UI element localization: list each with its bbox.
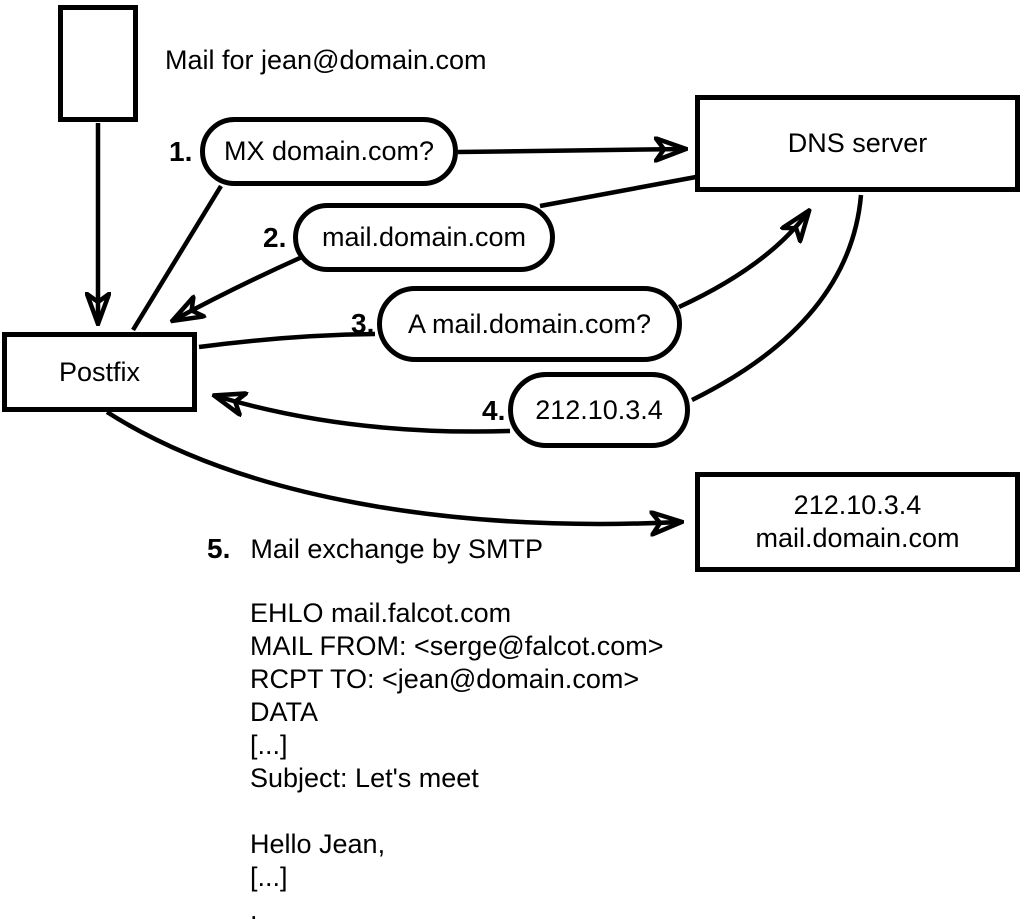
arrow-postfix-to-mailserver: [105, 410, 680, 524]
step2-response-pill: mail.domain.com: [293, 203, 555, 272]
destination-server-box: 212.10.3.4 mail.domain.com: [695, 472, 1020, 572]
line-dns-to-response2: [539, 174, 697, 209]
dns-server-label: DNS server: [787, 128, 928, 158]
smtp-line-subject: Subject: Let's meet: [250, 763, 479, 793]
destination-server-label: 212.10.3.4 mail.domain.com: [755, 489, 959, 555]
dns-server-box: DNS server: [695, 95, 1020, 192]
step3-number: 3.: [351, 308, 375, 339]
mail-icon: [58, 5, 138, 122]
destination-hostname: mail.domain.com: [755, 523, 960, 553]
smtp-line-data: DATA: [250, 697, 319, 727]
step4-response-pill: 212.10.3.4: [508, 372, 690, 448]
step1-number: 1.: [169, 136, 193, 167]
diagram-caption: Mail for jean@domain.com: [165, 45, 487, 75]
step2-response-label: mail.domain.com: [321, 222, 527, 252]
smtp-session-transcript: EHLO mail.falcot.com MAIL FROM: <serge@f…: [250, 597, 664, 919]
step3-query-label: A mail.domain.com?: [407, 308, 652, 339]
smtp-line-greeting: Hello Jean,: [250, 829, 386, 859]
step5-number: 5.: [207, 533, 231, 564]
smtp-line-ellipsis-1: [...]: [250, 730, 288, 760]
step5-caption: 5. Mail exchange by SMTP: [207, 533, 543, 565]
arrow-response2-to-postfix: [174, 254, 303, 320]
step4-response-label: 212.10.3.4: [535, 394, 663, 425]
postfix-label: Postfix: [58, 356, 141, 387]
line-postfix-to-query1: [131, 184, 223, 332]
step2-number: 2.: [263, 222, 287, 253]
step5-label: Mail exchange by SMTP: [250, 534, 543, 564]
smtp-line-blank: [250, 795, 664, 828]
smtp-line-rcpt-to: RCPT TO: <jean@domain.com>: [250, 664, 640, 694]
line-postfix-to-query3: [198, 331, 376, 350]
step4-number: 4.: [482, 395, 506, 426]
step1-query-label: MX domain.com?: [223, 136, 435, 166]
arrow-query3-to-dns: [678, 212, 808, 310]
step1-query-pill: MX domain.com?: [200, 117, 458, 186]
smtp-line-ellipsis-2: [...]: [250, 862, 288, 892]
arrow-query1-to-dns: [457, 149, 684, 152]
smtp-line-mail-from: MAIL FROM: <serge@falcot.com>: [250, 631, 664, 661]
destination-ip: 212.10.3.4: [793, 490, 922, 520]
arrow-response4-to-postfix: [216, 396, 511, 434]
line-dns-to-response4: [691, 194, 864, 403]
smtp-line-terminator-dot: .: [250, 895, 258, 919]
smtp-line-ehlo: EHLO mail.falcot.com: [250, 598, 512, 628]
postfix-box: Postfix: [2, 332, 197, 412]
step3-query-pill: A mail.domain.com?: [377, 286, 682, 362]
